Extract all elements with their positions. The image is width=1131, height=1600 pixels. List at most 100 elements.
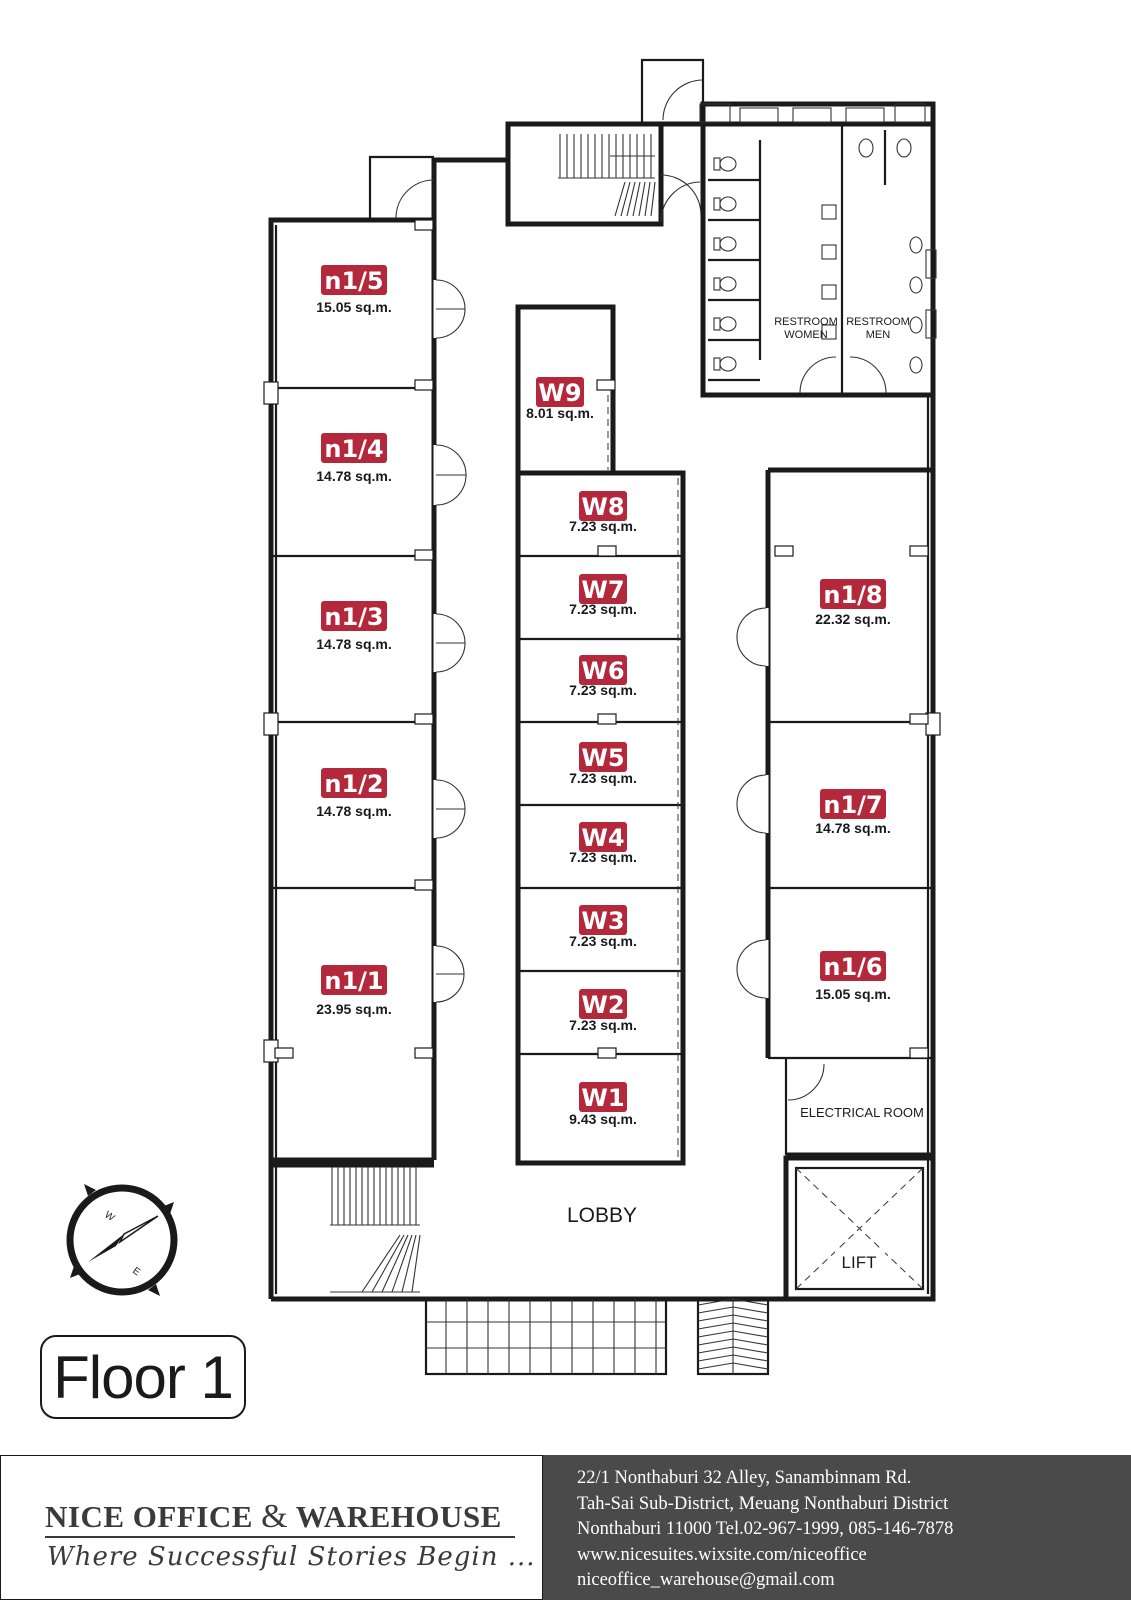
unit-n1-1: n1/1 23.95 sq.m. <box>316 965 392 1017</box>
unit-W8: W87.23 sq.m. <box>569 491 637 534</box>
unit-area: 7.23 sq.m. <box>569 601 637 617</box>
unit-badge <box>579 1082 627 1112</box>
unit-area: 7.23 sq.m. <box>569 682 637 698</box>
unit-badge <box>579 655 627 685</box>
unit-area: 7.23 sq.m. <box>569 770 637 786</box>
website-link[interactable]: www.nicesuites.wixsite.com/niceoffice <box>577 1544 867 1565</box>
unit-id: W8 <box>581 493 624 521</box>
unit-id: n1/8 <box>823 581 882 609</box>
unit-badge <box>820 951 886 981</box>
unit-area: 23.95 sq.m. <box>316 1001 392 1017</box>
unit-W4: W47.23 sq.m. <box>569 822 637 865</box>
compass-w-label: W <box>102 1209 117 1224</box>
unit-area: 15.05 sq.m. <box>815 986 891 1002</box>
brand-logo: NICE OFFICE & WAREHOUSE <box>45 1498 502 1535</box>
unit-area: 14.78 sq.m. <box>316 636 392 652</box>
unit-n1-5: n1/5 15.05 sq.m. <box>316 265 392 315</box>
unit-id: W6 <box>581 657 624 685</box>
compass: W E <box>66 1184 178 1296</box>
unit-id: n1/3 <box>324 603 383 631</box>
unit-W7: W77.23 sq.m. <box>569 574 637 617</box>
unit-id: W9 <box>538 379 581 407</box>
unit-id: n1/5 <box>324 267 383 295</box>
unit-area: 14.78 sq.m. <box>316 468 392 484</box>
unit-n1-4: n1/4 14.78 sq.m. <box>316 433 392 484</box>
unit-badge <box>536 377 584 407</box>
unit-badge <box>579 574 627 604</box>
unit-n1-3: n1/3 14.78 sq.m. <box>316 601 392 652</box>
unit-badge <box>321 601 387 631</box>
footer: NICE OFFICE & WAREHOUSE Where Successful… <box>0 1455 1131 1600</box>
email-link[interactable]: niceoffice_warehouse@gmail.com <box>577 1570 835 1590</box>
floor-label: Floor 1 <box>53 1343 234 1411</box>
unit-id: n1/2 <box>324 770 383 798</box>
left-offices-walls <box>271 220 467 1163</box>
unit-area: 8.01 sq.m. <box>526 405 594 421</box>
unit-id: n1/4 <box>324 435 383 463</box>
unit-n1-6: n1/6 15.05 sq.m. <box>815 951 891 1002</box>
unit-area: 14.78 sq.m. <box>316 803 392 819</box>
footer-contact-panel: 22/1 Nonthaburi 32 Alley, Sanambinnam Rd… <box>543 1455 1131 1600</box>
address-line-3: Nonthaburi 11000 Tel.02-967-1999, 085-14… <box>577 1519 954 1539</box>
unit-badge <box>820 579 886 609</box>
brand-tagline: Where Successful Stories Begin ... <box>47 1542 536 1572</box>
unit-id: n1/1 <box>324 967 383 995</box>
unit-W1: W19.43 sq.m. <box>569 1082 637 1127</box>
unit-area: 7.23 sq.m. <box>569 849 637 865</box>
unit-area: 7.23 sq.m. <box>569 933 637 949</box>
stairs-bottom <box>271 1162 434 1293</box>
unit-id: W5 <box>581 744 624 772</box>
unit-badge <box>820 789 886 819</box>
unit-labels: n1/5 15.05 sq.m. n1/4 14.78 sq.m. n1/3 14.78 … <box>316 265 891 1127</box>
address-line-1: 22/1 Nonthaburi 32 Alley, Sanambinnam Rd… <box>577 1468 912 1488</box>
floor-label-box: Floor 1 <box>40 1335 246 1419</box>
unit-badge <box>321 265 387 295</box>
unit-id: W3 <box>581 907 624 935</box>
unit-n1-7: n1/714.78 sq.m. <box>815 789 891 836</box>
unit-badge <box>579 822 627 852</box>
compass-e-label: E <box>130 1265 142 1278</box>
address-line-2: Tah-Sai Sub-District, Meuang Nonthaburi … <box>577 1493 949 1514</box>
unit-area: 7.23 sq.m. <box>569 518 637 534</box>
unit-badge <box>321 433 387 463</box>
structural-posts <box>263 219 941 1063</box>
center-units-walls <box>515 304 686 1166</box>
unit-badge <box>579 989 627 1019</box>
unit-W9: W98.01 sq.m. <box>526 377 594 421</box>
unit-W2: W27.23 sq.m. <box>569 989 637 1033</box>
unit-W3: W37.23 sq.m. <box>569 905 637 949</box>
electrical-room-label: ELECTRICAL ROOM <box>800 1105 924 1120</box>
right-offices-walls: ELECTRICAL ROOM <box>736 467 933 1158</box>
unit-id: W4 <box>581 824 624 852</box>
unit-area: 14.78 sq.m. <box>815 820 891 836</box>
unit-badge <box>579 905 627 935</box>
unit-area: 22.32 sq.m. <box>815 611 891 627</box>
unit-id: n1/7 <box>823 791 882 819</box>
unit-badge <box>579 742 627 772</box>
unit-id: W1 <box>581 1084 624 1112</box>
unit-id: W7 <box>581 576 624 604</box>
lift: LIFT <box>783 1155 936 1302</box>
unit-badge <box>321 768 387 798</box>
stairs-top <box>558 134 656 217</box>
unit-area: 9.43 sq.m. <box>569 1111 637 1127</box>
unit-id: n1/6 <box>823 953 882 981</box>
unit-badge <box>579 491 627 521</box>
unit-n1-8: n1/8 22.32 sq.m. <box>815 579 891 627</box>
brand-divider <box>45 1536 515 1538</box>
entrance-steps <box>424 1297 770 1376</box>
unit-area: 15.05 sq.m. <box>316 299 392 315</box>
unit-W6: W67.23 sq.m. <box>569 655 637 698</box>
lobby-label: LOBBY <box>567 1204 637 1227</box>
footer-brand-panel: NICE OFFICE & WAREHOUSE Where Successful… <box>0 1455 543 1600</box>
lift-label: LIFT <box>842 1253 877 1272</box>
unit-badge <box>321 965 387 995</box>
unit-area: 7.23 sq.m. <box>569 1017 637 1033</box>
unit-n1-2: n1/2 14.78 sq.m. <box>316 768 392 819</box>
compass-needle-icon <box>88 1234 124 1262</box>
unit-W5: W57.23 sq.m. <box>569 742 637 786</box>
